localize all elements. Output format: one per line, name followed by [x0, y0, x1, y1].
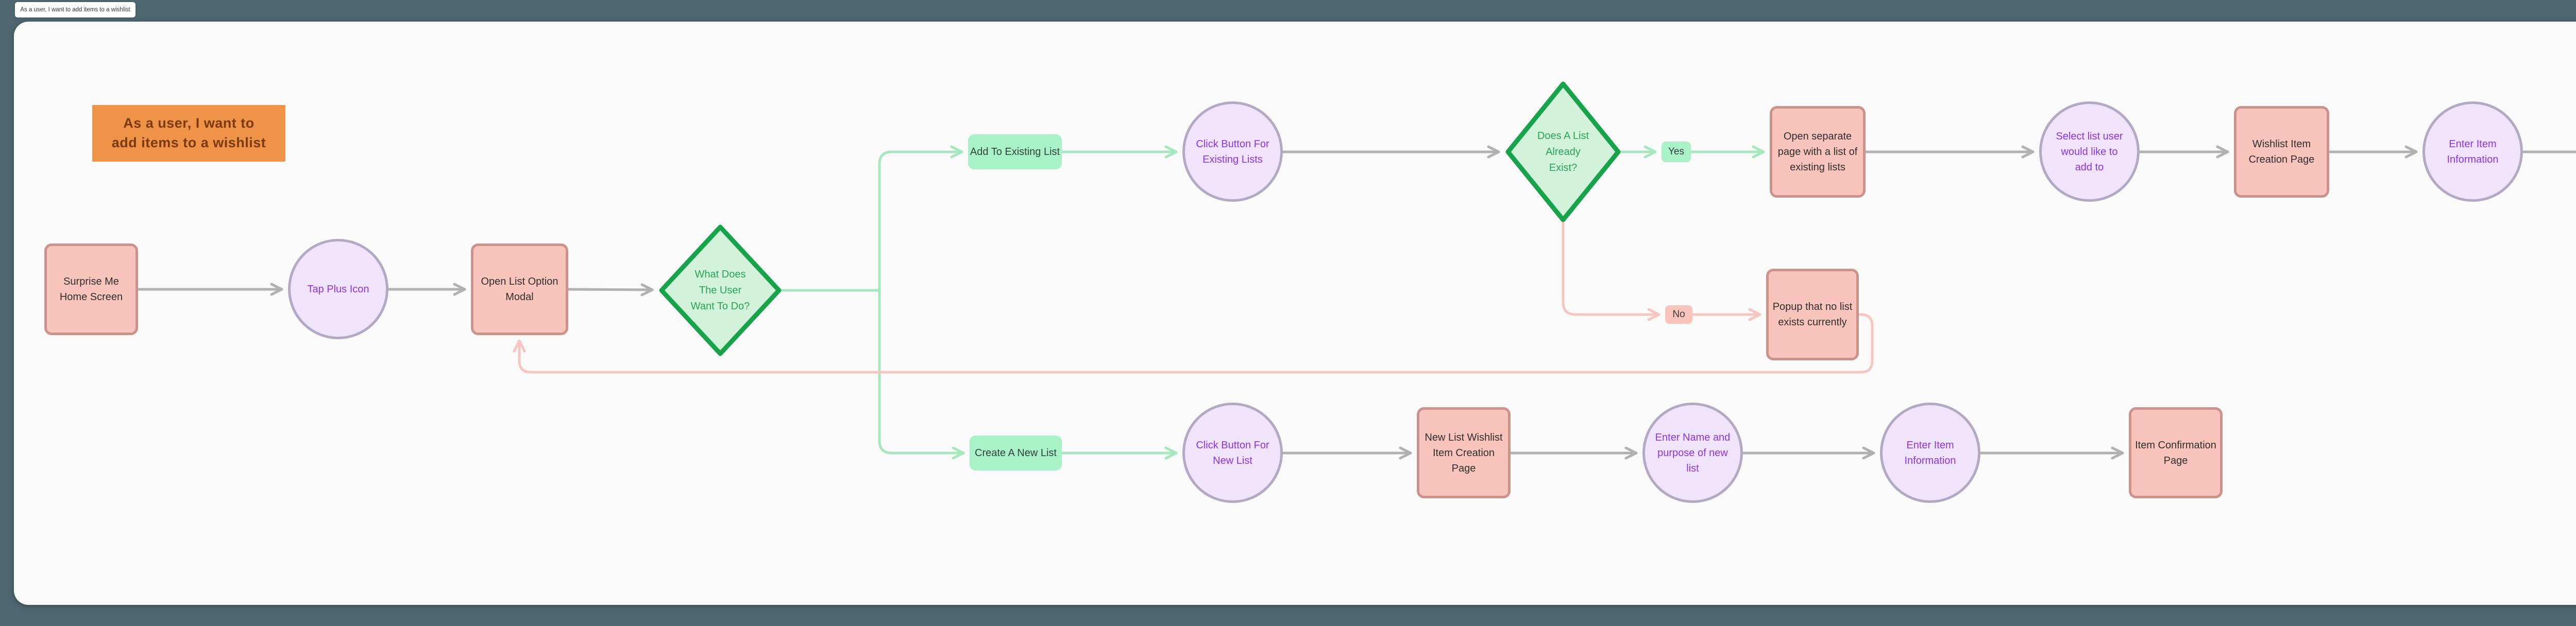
node-new-list-wishlist-creation-page[interactable]: New List Wishlist Item Creation Page: [1417, 407, 1511, 498]
node-click-button-existing-lists[interactable]: Click Button For Existing Lists: [1182, 101, 1283, 202]
node-label: New List Wishlist Item Creation Page: [1425, 431, 1503, 474]
user-story-sticky-note[interactable]: As a user, I want to add items to a wish…: [92, 105, 285, 162]
chip-label: No: [1672, 309, 1685, 320]
edge-decide-addexisting[interactable]: [878, 145, 963, 292]
diamond-shape: [1505, 81, 1621, 222]
edge-label-no[interactable]: No: [1665, 305, 1692, 324]
edge-decide-createnew[interactable]: [878, 289, 965, 460]
node-popup-no-list-exists[interactable]: Popup that no list exists currently: [1766, 269, 1859, 360]
node-label: Enter Item Information: [1904, 439, 1956, 466]
flowchart-canvas[interactable]: [14, 22, 2576, 605]
node-label: Does A List Already Exist?: [1537, 130, 1589, 173]
node-surprise-home-screen[interactable]: Surprise Me Home Screen: [44, 244, 138, 335]
edge-modal-decide[interactable]: [567, 283, 654, 297]
node-enter-item-information-bottom[interactable]: Enter Item Information: [1880, 403, 1980, 503]
node-add-to-existing-list[interactable]: Add To Existing List: [968, 134, 1062, 169]
node-label: Enter Name and purpose of new list: [1655, 431, 1731, 474]
node-label: Create A New List: [975, 447, 1057, 459]
node-decision-what-does-user-want[interactable]: What Does The User Want To Do?: [658, 224, 782, 357]
node-select-list-to-add-to[interactable]: Select list user would like to add to: [2039, 101, 2140, 202]
node-open-list-option-modal[interactable]: Open List Option Modal: [471, 244, 568, 335]
node-click-button-new-list[interactable]: Click Button For New List: [1182, 403, 1283, 503]
node-label: Open List Option Modal: [481, 276, 558, 303]
edge-label-yes[interactable]: Yes: [1662, 142, 1691, 162]
node-label: Click Button For Existing Lists: [1196, 138, 1269, 165]
node-enter-item-information-top[interactable]: Enter Item Information: [2422, 101, 2523, 202]
node-create-a-new-list[interactable]: Create A New List: [970, 436, 1062, 471]
node-item-confirmation-page-bottom[interactable]: Item Confirmation Page: [2129, 407, 2223, 498]
node-label: Select list user would like to add to: [2056, 130, 2123, 173]
edge-popup-modal-loop[interactable]: [513, 313, 1874, 374]
node-label: Tap Plus Icon: [307, 283, 369, 295]
node-label: Wishlist Item Creation Page: [2248, 138, 2315, 165]
node-tap-plus-icon[interactable]: Tap Plus Icon: [288, 239, 388, 339]
node-decision-does-list-exist[interactable]: Does A List Already Exist?: [1505, 81, 1621, 223]
diamond-shape: [659, 224, 782, 356]
node-wishlist-item-creation-page[interactable]: Wishlist Item Creation Page: [2234, 106, 2329, 198]
chip-label: Yes: [1668, 146, 1684, 157]
node-label: Surprise Me Home Screen: [59, 276, 123, 303]
node-label: Open separate page with a list of existi…: [1777, 131, 1858, 173]
node-label: Item Confirmation Page: [2135, 439, 2216, 466]
node-enter-name-purpose[interactable]: Enter Name and purpose of new list: [1642, 403, 1743, 503]
node-open-separate-page[interactable]: Open separate page with a list of existi…: [1770, 106, 1866, 198]
node-label: Popup that no list exists currently: [1772, 301, 1853, 328]
file-title-tab[interactable]: As a user, I want to add items to a wish…: [15, 2, 135, 18]
node-label: Enter Item Information: [2447, 138, 2499, 165]
node-label: Click Button For New List: [1196, 439, 1269, 466]
node-label: Add To Existing List: [970, 146, 1060, 158]
node-label: What Does The User Want To Do?: [690, 268, 750, 312]
edge-exists-no[interactable]: [1562, 221, 1660, 321]
